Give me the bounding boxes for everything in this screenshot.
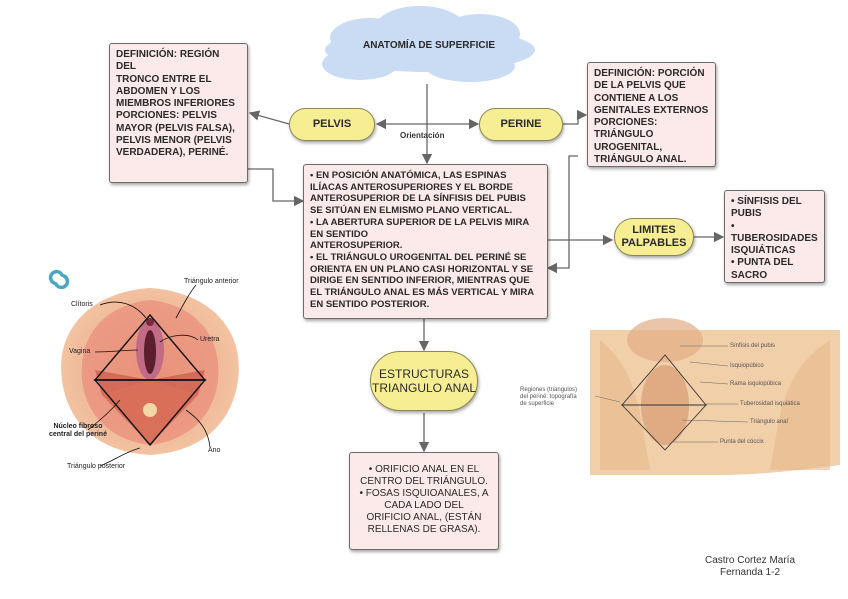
label-triangulo-anterior: Triángulo anterior: [184, 278, 239, 285]
logo-icon: [48, 269, 70, 290]
pelvis-definition-box: DEFINICIÓN: REGIÓN DEL TRONCO ENTRE EL A…: [109, 43, 248, 183]
label-uretra: Uretra: [200, 336, 220, 343]
photo-label-rama: Rama isquiopúbica: [730, 381, 782, 387]
perineum-illustration: [61, 284, 239, 467]
label-clitoris: Clítoris: [71, 301, 93, 308]
photo-label-tuberosidad: Tuberosidad isquiática: [740, 401, 800, 407]
photo-label-triangulo-anal: Triángulo anal: [750, 419, 788, 425]
page-title: ANATOMÍA DE SUPERFICIE: [362, 40, 496, 51]
node-perine: PERINE: [479, 108, 563, 141]
label-ano: Ano: [208, 447, 221, 454]
limites-palpables-box: • SÍNFISIS DEL PUBIS • TUBEROSIDADES ISQ…: [724, 190, 825, 283]
photo-label-regiones: Regiones (triángulos) del periné: topogr…: [520, 387, 578, 407]
node-estructuras-triangulo-anal: ESTRUCTURAS TRIANGULO ANAL: [370, 351, 478, 411]
photo-label-isquiopubico: Isquiopúbico: [730, 363, 764, 369]
connector-lines: [248, 84, 725, 453]
author-credit: Castro Cortez María Fernanda 1-2: [704, 555, 796, 578]
perine-definition-box: DEFINICIÓN: PORCIÓN DE LA PELVIS QUE CON…: [587, 62, 716, 167]
triangulo-anal-box: • ORIFICIO ANAL EN EL CENTRO DEL TRIÁNGU…: [349, 452, 499, 550]
label-vagina: Vagina: [69, 348, 91, 355]
node-limites-palpables: LIMITES PALPABLES: [614, 218, 694, 256]
label-nucleo-fibroso: Núcleo fibroso central del periné: [49, 423, 107, 438]
surface-anatomy-photo: [590, 318, 840, 475]
orientation-box: • EN POSICIÓN ANATÓMICA, LAS ESPINAS ILÍ…: [303, 164, 548, 319]
orientation-label: Orientación: [400, 131, 445, 140]
node-pelvis: PELVIS: [289, 108, 375, 141]
label-triangulo-posterior: Triángulo posterior: [67, 463, 126, 470]
title-cloud: [322, 6, 535, 82]
photo-label-sinfisis: Sínfisis del pubis: [730, 343, 776, 349]
photo-label-punta: Punta del cóccix: [720, 439, 764, 445]
